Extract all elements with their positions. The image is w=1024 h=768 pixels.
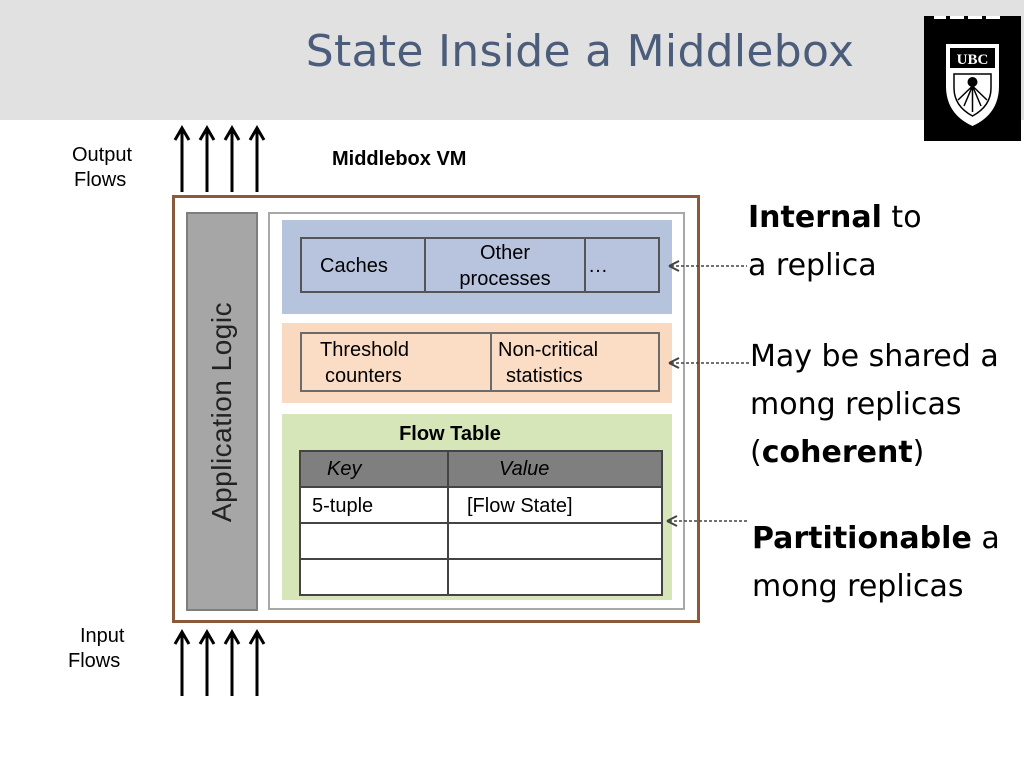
output-flow-arrows xyxy=(173,125,266,192)
flow-table-title: Flow Table xyxy=(399,423,501,445)
annotation-arrows xyxy=(666,260,751,527)
other-processes-cell: Other processes xyxy=(426,239,586,291)
row-key: 5-tuple xyxy=(312,495,374,517)
internal-annotation: Internal to a replica xyxy=(748,200,922,283)
shared-state-row: Threshold counters Non-critical statisti… xyxy=(300,332,660,392)
table-row: 5-tuple [Flow State] xyxy=(301,488,661,524)
internal-state-row: Caches Other processes … xyxy=(300,237,660,293)
noncritical-statistics-cell: Non-critical statistics xyxy=(498,339,599,387)
slide-header xyxy=(0,0,1024,120)
middlebox-vm-title: Middlebox VM xyxy=(332,148,467,170)
application-logic-block: Application Logic xyxy=(186,212,258,611)
ubc-crest-icon: UBC xyxy=(934,16,1000,126)
threshold-counters-cell: Threshold counters xyxy=(302,334,492,390)
table-row xyxy=(301,560,661,596)
shared-annotation: May be shared a mong replicas (coherent) xyxy=(750,339,999,470)
more-cell: … xyxy=(588,255,608,277)
flow-table: Key Value 5-tuple [Flow State] xyxy=(299,450,663,596)
ubc-logo: UBC xyxy=(924,16,1021,141)
flow-table-header: Key Value xyxy=(301,452,661,488)
partition-annotation: Partitionable a mong replicas xyxy=(752,521,1000,604)
application-logic-label: Application Logic xyxy=(206,301,237,522)
input-flows-label: Input Flows xyxy=(68,625,125,672)
key-column-header: Key xyxy=(327,458,362,480)
value-column-header: Value xyxy=(499,458,550,480)
output-flows-label: Output Flows xyxy=(72,144,133,191)
caches-cell: Caches xyxy=(302,239,426,291)
table-row xyxy=(301,524,661,560)
svg-text:UBC: UBC xyxy=(957,52,989,68)
input-flow-arrows xyxy=(173,629,266,696)
row-value: [Flow State] xyxy=(467,495,573,517)
slide-title: State Inside a Middlebox xyxy=(305,26,855,77)
flow-table-column-divider xyxy=(447,452,449,594)
